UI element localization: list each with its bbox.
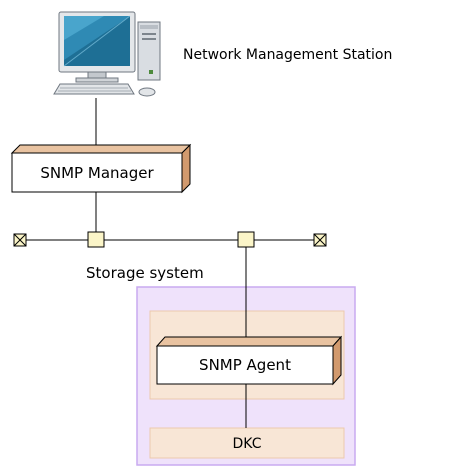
dkc-label: DKC (233, 436, 262, 452)
snmp-agent-box: SNMP Agent (155, 335, 343, 386)
network-terminator-icon (13, 233, 27, 247)
dkc-panel (149, 427, 345, 459)
snmp-manager-label: SNMP Manager (40, 164, 154, 182)
network-terminator-icon (313, 233, 327, 247)
storage-system-label: Storage system (86, 264, 204, 282)
network-node-icon (87, 231, 105, 248)
desktop-computer-icon (53, 11, 161, 97)
network-node-icon (237, 231, 255, 248)
snmp-manager-box: SNMP Manager (10, 143, 192, 194)
snmp-agent-label: SNMP Agent (199, 356, 291, 374)
station-label: Network Management Station (183, 47, 392, 63)
